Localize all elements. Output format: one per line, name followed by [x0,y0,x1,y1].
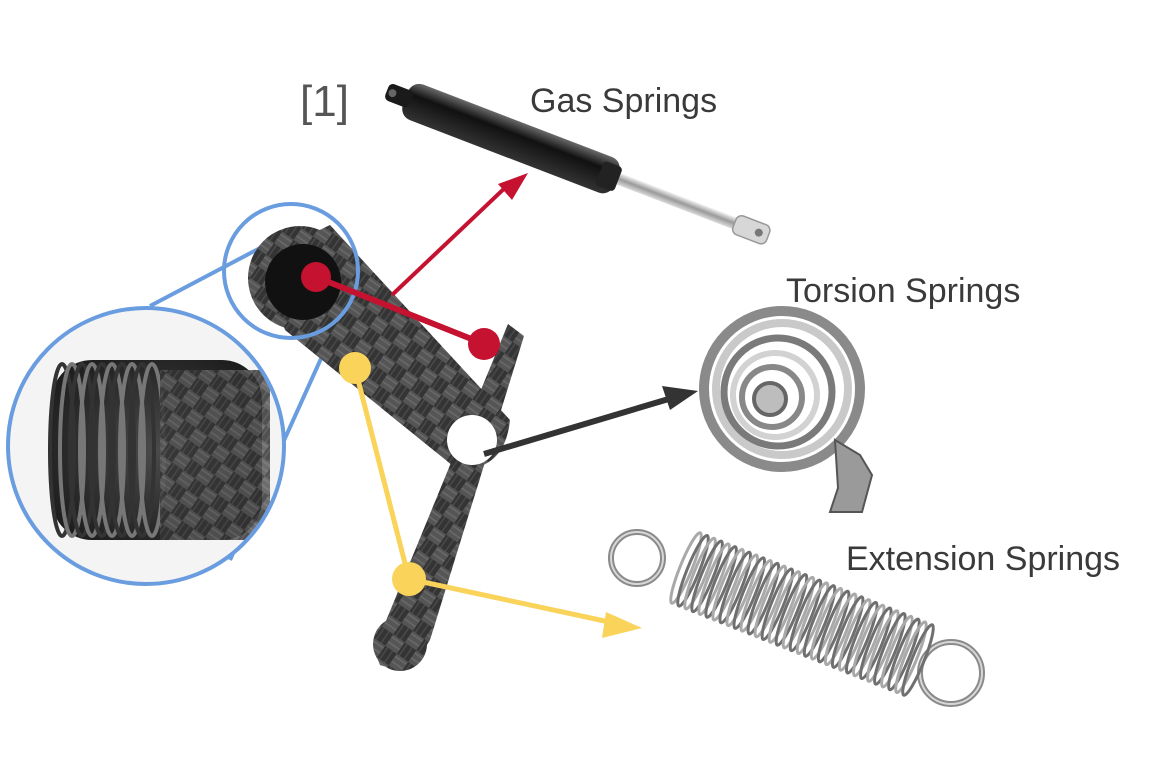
torsion-spring-connector [483,386,698,457]
extension-springs-label: Extension Springs [846,540,1121,578]
torsion-spring-image [699,306,874,513]
gas-arrow-head [498,173,528,200]
zoom-thread-rings [48,362,166,538]
white-pivot-hole [447,415,497,465]
gas-end-dot [468,328,500,360]
zoom-circle [6,306,286,586]
gas-spring-connector [301,173,528,360]
extension-spring-coils [669,531,935,697]
extension-spring-image [608,529,985,707]
extension-top-dot [339,352,371,384]
carbon-arm [248,225,524,671]
extension-bottom-dot [392,562,426,596]
gas-springs-label: Gas Springs [530,82,718,120]
extension-arrow-head [602,612,642,638]
extension-spring-connector [339,352,642,638]
zoom-callout [6,245,335,586]
gas-spring-image [385,83,771,245]
zoom-source-circle [222,202,360,340]
reference-label: [1] [300,77,349,126]
torsion-arrow-head [662,386,698,410]
gas-pivot-dot [301,262,331,292]
torsion-springs-label: Torsion Springs [786,272,1021,310]
